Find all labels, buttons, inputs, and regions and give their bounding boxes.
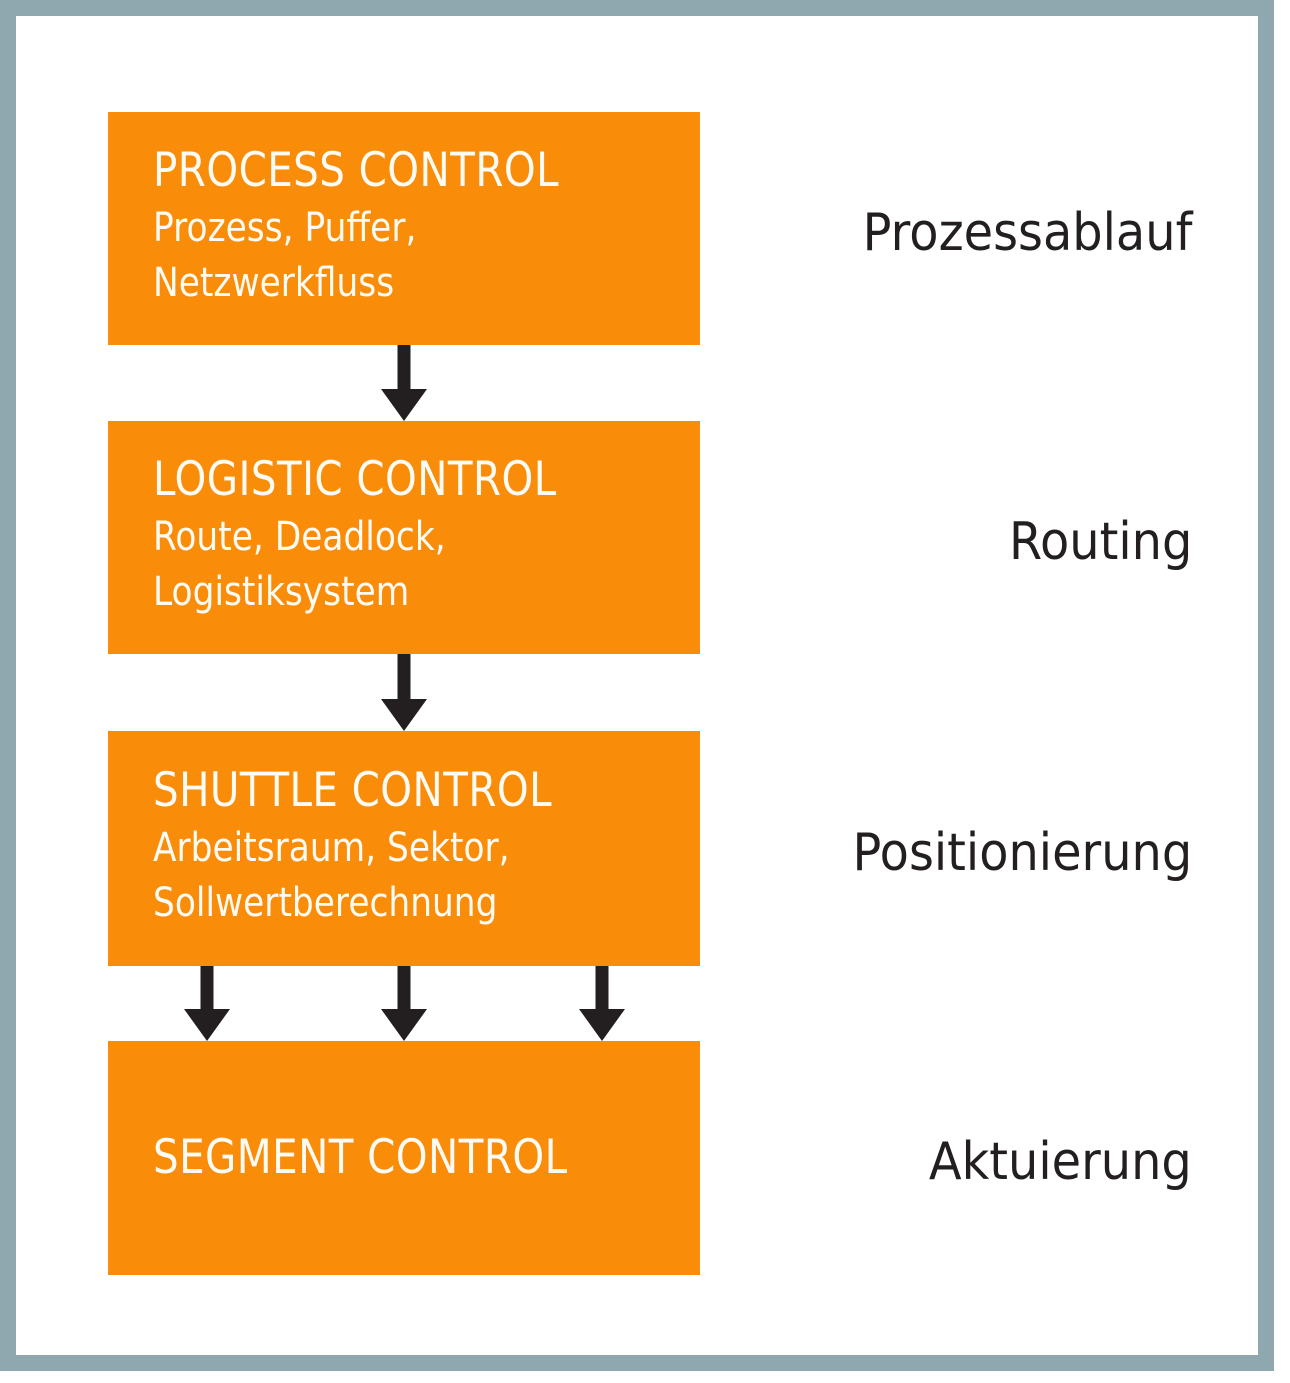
block-logistic-control-subtitle: Route, Deadlock, Logistiksystem xyxy=(153,513,446,616)
arrow-shaft xyxy=(397,654,411,699)
block-process-control-title: PROCESS CONTROL xyxy=(153,142,560,198)
block-segment-control-title: SEGMENT CONTROL xyxy=(153,1130,568,1186)
arrow-shaft xyxy=(595,966,609,1009)
block-segment-control[interactable]: SEGMENT CONTROL xyxy=(108,1041,700,1275)
block-process-control[interactable]: PROCESS CONTROL Prozess, Puffer, Netzwer… xyxy=(108,112,700,345)
arrow-shaft xyxy=(397,966,411,1009)
side-label-positionierung: Positionierung xyxy=(852,823,1192,883)
arrow-shaft xyxy=(397,345,411,389)
arrow-head xyxy=(381,389,427,421)
arrow-head xyxy=(184,1009,230,1041)
arrow-head xyxy=(579,1009,625,1041)
arrow-head xyxy=(381,1009,427,1041)
side-label-routing: Routing xyxy=(1008,512,1192,572)
arrow-shaft xyxy=(200,966,214,1009)
block-process-control-subtitle: Prozess, Puffer, Netzwerkfluss xyxy=(153,204,417,307)
block-logistic-control[interactable]: LOGISTIC CONTROL Route, Deadlock, Logist… xyxy=(108,421,700,654)
figure-frame-border xyxy=(0,0,1274,1371)
block-shuttle-control-subtitle: Arbeitsraum, Sektor, Sollwertberechnung xyxy=(153,824,510,927)
arrow-head xyxy=(381,699,427,731)
side-label-prozessablauf: Prozessablauf xyxy=(862,203,1192,263)
block-shuttle-control[interactable]: SHUTTLE CONTROL Arbeitsraum, Sektor, Sol… xyxy=(108,731,700,966)
block-logistic-control-title: LOGISTIC CONTROL xyxy=(153,451,557,507)
side-label-aktuierung: Aktuierung xyxy=(929,1132,1192,1192)
block-shuttle-control-title: SHUTTLE CONTROL xyxy=(153,762,553,818)
